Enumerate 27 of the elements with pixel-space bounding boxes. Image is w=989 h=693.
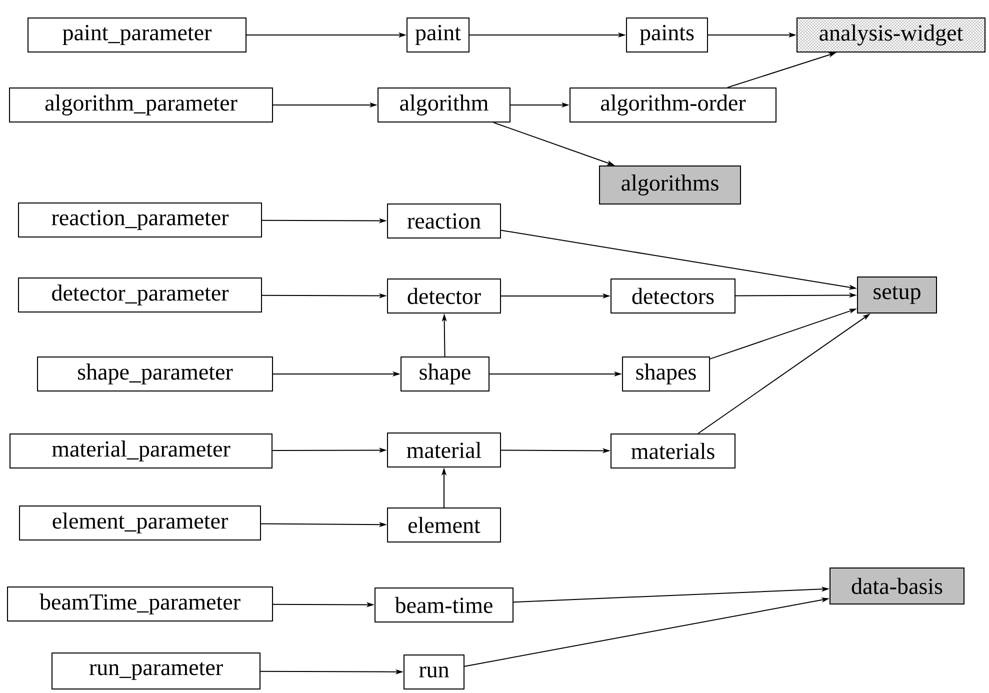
- box: run: [404, 654, 464, 690]
- box: beamTime_parameter: [7, 586, 273, 622]
- box: detectors: [610, 278, 736, 314]
- box: shape_parameter: [37, 356, 273, 392]
- box: algorithm-order: [570, 88, 776, 122]
- box: element_parameter: [19, 506, 261, 540]
- box: detector_parameter: [18, 278, 262, 312]
- box: setup: [857, 276, 937, 314]
- box: materials: [610, 434, 736, 468]
- box: algorithm_parameter: [9, 88, 273, 122]
- box: shapes: [622, 356, 710, 392]
- box: beam-time: [374, 588, 514, 622]
- box: material_parameter: [10, 434, 272, 468]
- box: detector: [387, 278, 501, 314]
- box: shape: [400, 356, 490, 392]
- box: paints: [626, 18, 708, 52]
- box: material: [387, 432, 501, 468]
- box: algorithms: [599, 166, 741, 204]
- box: reaction: [387, 204, 501, 238]
- box: paint_parameter: [28, 18, 246, 52]
- box: analysis-widget: [796, 18, 986, 52]
- box: paint: [406, 18, 470, 52]
- box: reaction_parameter: [18, 202, 262, 238]
- box: run_parameter: [52, 652, 260, 690]
- box: data-basis: [830, 568, 964, 604]
- box: algorithm: [378, 88, 510, 122]
- box: element: [387, 508, 501, 542]
